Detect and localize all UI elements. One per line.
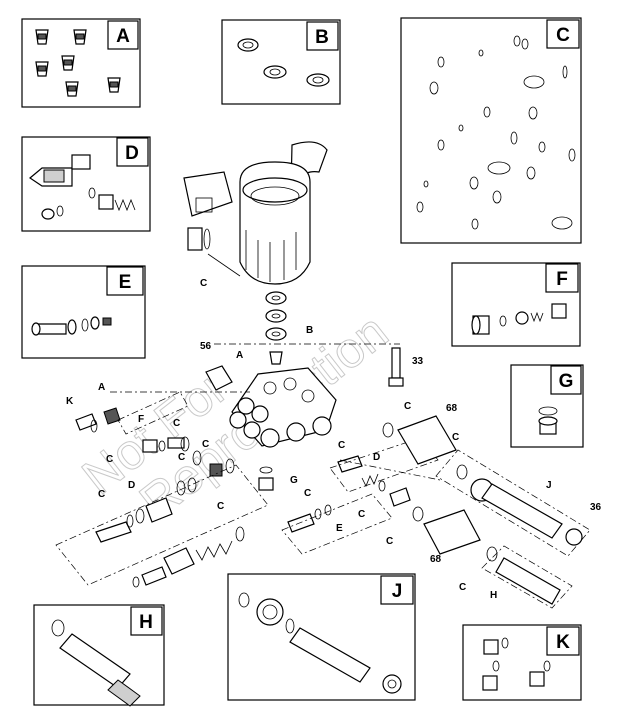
right-parts bbox=[382, 415, 583, 605]
middle-group-outline bbox=[281, 437, 439, 555]
bolt bbox=[388, 347, 404, 387]
kit-box-f-label: F bbox=[556, 269, 568, 290]
kit-box-g-label: G bbox=[559, 371, 574, 392]
check-valve-icon bbox=[31, 316, 112, 336]
kit-box-d[interactable]: D bbox=[21, 136, 151, 232]
callout-label: C bbox=[202, 439, 209, 450]
callout-label: J bbox=[546, 480, 552, 491]
kit-box-e[interactable]: E bbox=[21, 265, 146, 359]
callout-label: C bbox=[459, 582, 466, 593]
kit-box-c-label: C bbox=[556, 25, 570, 46]
callout-label: K bbox=[66, 396, 74, 407]
callout-label: C bbox=[338, 440, 345, 451]
kit-box-k[interactable]: K bbox=[462, 624, 582, 701]
callout-label: C bbox=[404, 401, 411, 412]
kit-box-b-label: B bbox=[315, 27, 329, 48]
callout-label: 56 bbox=[200, 341, 212, 352]
seal-icon bbox=[237, 38, 330, 87]
kit-box-a[interactable]: A bbox=[21, 18, 141, 108]
crankcase bbox=[183, 141, 328, 285]
outlet-icon bbox=[238, 592, 402, 694]
callout-label: C bbox=[106, 454, 113, 465]
callout-label: 33 bbox=[412, 356, 424, 367]
kit-box-g[interactable]: G bbox=[510, 364, 584, 448]
callout-labels: C B A 56 33 K A F C C C C D C C G C E C … bbox=[66, 278, 602, 601]
callout-label: B bbox=[306, 325, 313, 336]
callout-label: C bbox=[178, 452, 185, 463]
left-group-outline bbox=[55, 391, 269, 586]
callout-label: F bbox=[138, 414, 144, 425]
callout-label: 36 bbox=[590, 502, 602, 513]
callout-label: C bbox=[217, 501, 224, 512]
callout-label: C bbox=[98, 489, 105, 500]
middle-parts bbox=[258, 455, 411, 533]
callout-label: G bbox=[290, 475, 298, 486]
kit-box-c[interactable]: C bbox=[400, 17, 582, 244]
unloader-icon bbox=[28, 154, 136, 220]
callout-label: C bbox=[173, 418, 180, 429]
relief-valve-icon bbox=[471, 303, 567, 335]
callout-label: D bbox=[373, 452, 380, 463]
callout-label: E bbox=[336, 523, 343, 534]
kit-box-f[interactable]: F bbox=[451, 262, 581, 347]
plug-icon bbox=[538, 406, 558, 435]
kit-box-b[interactable]: B bbox=[221, 19, 341, 105]
kit-box-e-label: E bbox=[119, 272, 132, 293]
nozzle-tip-icon bbox=[35, 29, 121, 97]
callout-label: C bbox=[304, 488, 311, 499]
callout-label: C bbox=[358, 509, 365, 520]
seals-stack bbox=[265, 291, 287, 365]
kit-box-k-label: K bbox=[556, 632, 570, 653]
crankcase-plug bbox=[187, 227, 211, 251]
callout-label: C bbox=[452, 432, 459, 443]
callout-label: 68 bbox=[430, 554, 442, 565]
kit-box-a-label: A bbox=[116, 26, 130, 47]
manifold bbox=[229, 367, 337, 448]
callout-label: H bbox=[490, 590, 497, 601]
o-ring-icon bbox=[416, 35, 576, 230]
leader-lines bbox=[110, 253, 441, 481]
callout-label: A bbox=[236, 350, 243, 361]
callout-label: A bbox=[98, 382, 105, 393]
plug-o-ring-icon bbox=[482, 637, 551, 691]
right-group-outline bbox=[435, 449, 591, 609]
inlet-icon bbox=[51, 619, 141, 707]
valve-56 bbox=[205, 365, 233, 391]
callout-label: D bbox=[128, 480, 135, 491]
callout-label: 68 bbox=[446, 403, 458, 414]
callout-label: C bbox=[386, 536, 393, 547]
left-exploded-parts bbox=[75, 407, 245, 588]
callout-label: C bbox=[200, 278, 207, 289]
kit-box-d-label: D bbox=[125, 143, 139, 164]
kit-box-h[interactable]: H bbox=[33, 604, 165, 707]
kit-box-j-label: J bbox=[392, 581, 403, 602]
kit-box-j[interactable]: J bbox=[227, 573, 416, 701]
kit-box-h-label: H bbox=[139, 612, 153, 633]
